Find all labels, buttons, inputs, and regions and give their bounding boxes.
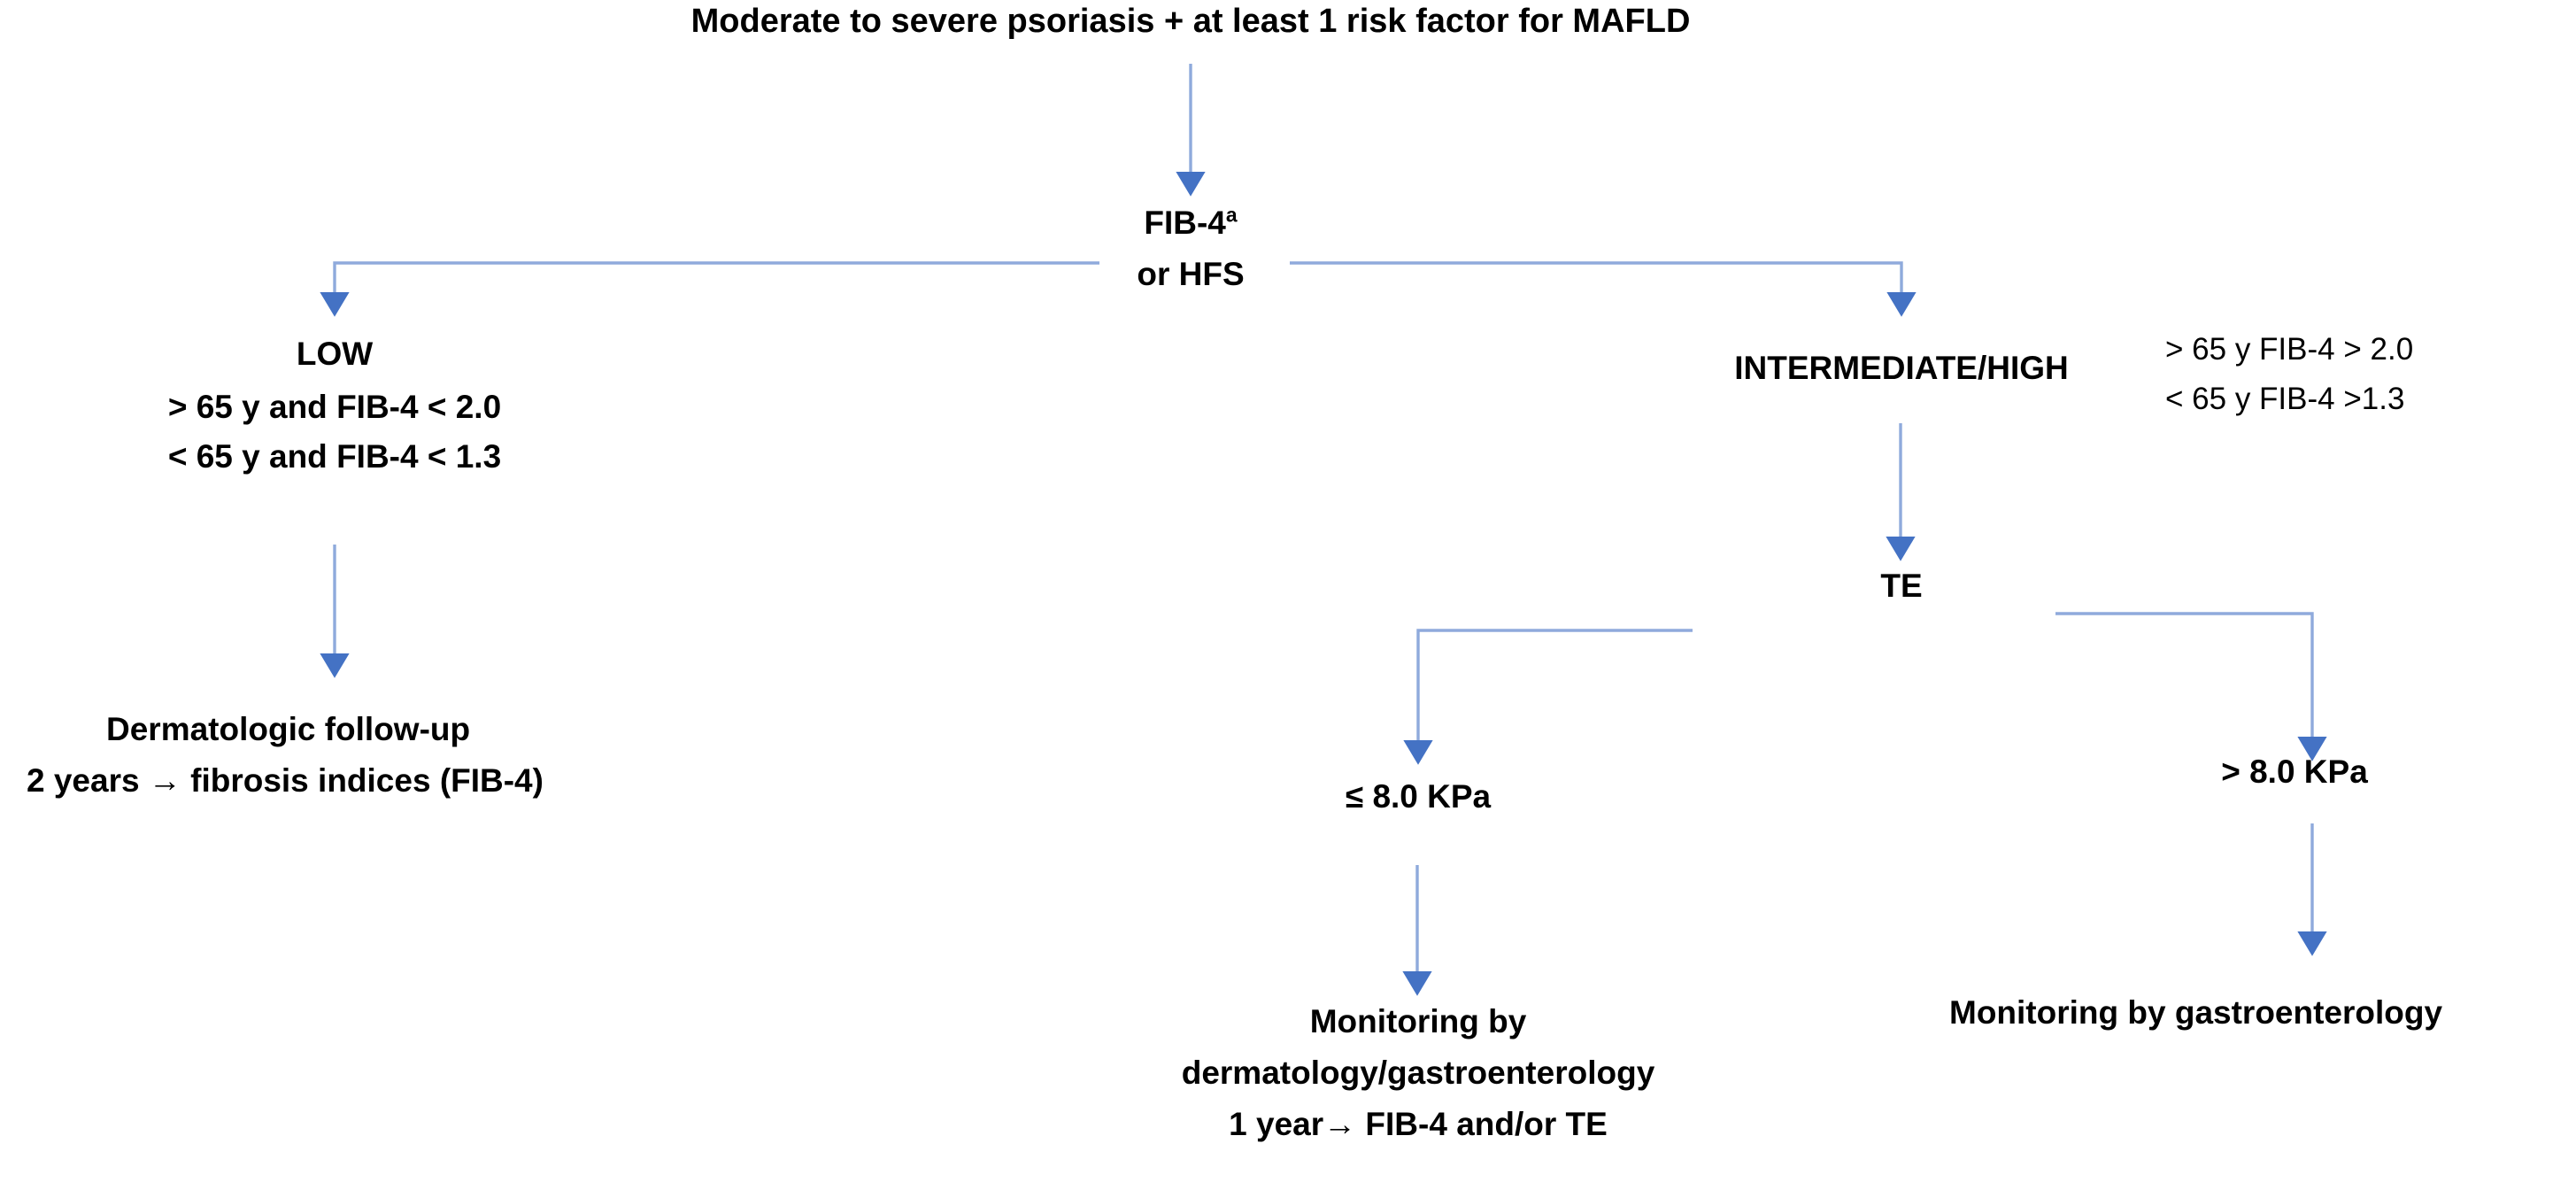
- connector-test-to-low: [320, 261, 1099, 317]
- monitoring-combined-line-1: Monitoring by: [1309, 1003, 1527, 1039]
- monitoring-combined-line-2: dermatology/gastroenterology: [1181, 1055, 1655, 1092]
- node-intermediate-high-criteria: > 65 y FIB-4 > 2.0 < 65 y FIB-4 >1.3: [2165, 329, 2413, 419]
- node-low: LOW > 65 y and FIB-4 < 2.0 < 65 y and FI…: [168, 333, 501, 478]
- test-footnote-marker: a: [1225, 203, 1238, 227]
- node-monitoring-combined: Monitoring by dermatology/gastroenterolo…: [1182, 1001, 1655, 1146]
- root-title-text: Moderate to severe psoriasis + at least …: [690, 3, 1691, 40]
- low-heading: LOW: [296, 336, 374, 372]
- connector-te-to-te-low: [1403, 629, 1693, 765]
- intermediate-high-criteria-2: < 65 y FIB-4 >1.3: [2165, 381, 2405, 416]
- derm-followup-line-2: 2 years → fibrosis indices (FIB-4): [27, 762, 544, 800]
- connector-te-to-te-high: [2055, 612, 2327, 761]
- test-line-2: or HFS: [1137, 256, 1245, 293]
- node-test-fib4-hfs: FIB-4a or HFS: [1137, 202, 1244, 296]
- te-label: TE: [1880, 568, 1923, 604]
- monitoring-combined-line-3: 1 year→ FIB-4 and/or TE: [1229, 1106, 1608, 1143]
- monitoring-gastro-label: Monitoring by gastroenterology: [1949, 994, 2443, 1031]
- connector-test-to-intermediate-high: [1290, 261, 1917, 317]
- low-criteria-1: > 65 y and FIB-4 < 2.0: [167, 389, 502, 426]
- node-monitoring-gastro: Monitoring by gastroenterology: [1949, 992, 2442, 1034]
- node-root-title: Moderate to severe psoriasis + at least …: [691, 0, 1691, 43]
- test-line-1: FIB-4a: [1137, 202, 1244, 244]
- node-derm-followup: Dermatologic follow-up 2 years → fibrosi…: [27, 708, 544, 802]
- test-fib4-label: FIB-4: [1144, 205, 1226, 241]
- intermediate-high-heading: INTERMEDIATE/HIGH: [1734, 350, 2069, 386]
- node-te: TE: [1880, 565, 1922, 607]
- derm-followup-line-1: Dermatologic follow-up: [106, 711, 471, 747]
- node-te-high-threshold: > 8.0 KPa: [2221, 751, 2368, 793]
- low-criteria-2: < 65 y and FIB-4 < 1.3: [167, 438, 502, 475]
- node-te-low-threshold: ≤ 8.0 KPa: [1346, 776, 1491, 818]
- node-intermediate-high: INTERMEDIATE/HIGH: [1734, 347, 2069, 390]
- te-high-threshold-label: > 8.0 KPa: [2221, 753, 2368, 790]
- intermediate-high-criteria-1: > 65 y FIB-4 > 2.0: [2165, 332, 2414, 367]
- te-low-threshold-label: ≤ 8.0 KPa: [1345, 778, 1492, 815]
